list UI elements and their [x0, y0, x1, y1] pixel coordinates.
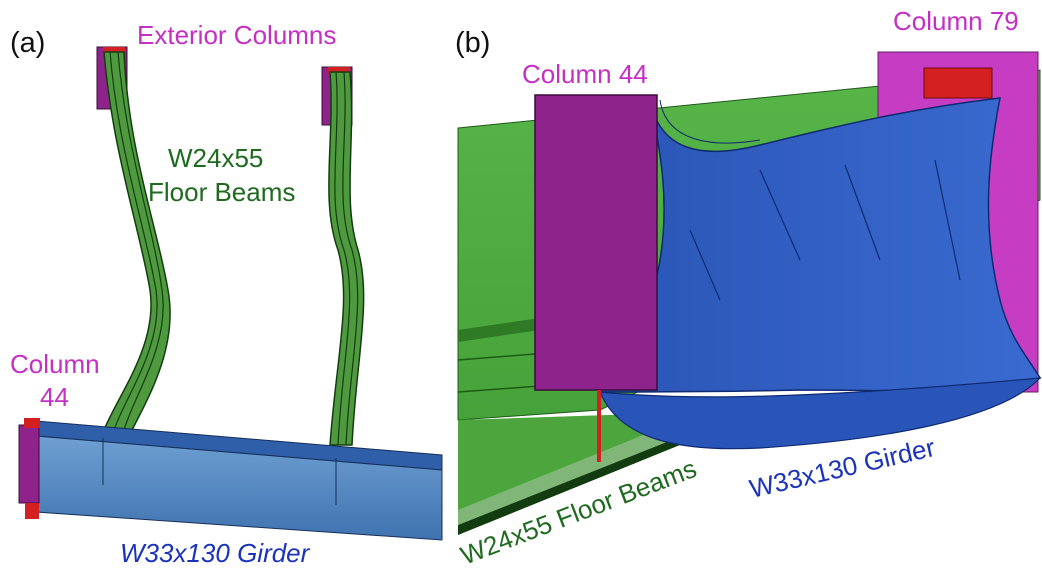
connection-plate: [103, 47, 125, 54]
floor-beam-left: [102, 51, 171, 431]
connection-plate: [328, 67, 350, 74]
panel-a: (a) Exterior Columns W24x55 Floor Beams …: [10, 20, 443, 568]
column-44-label-line1: Column: [10, 349, 100, 379]
panel-b: (b) Column 44 Column 79 W24x55 Floor Bea…: [455, 6, 1042, 571]
panel-b-label: (b): [455, 27, 490, 59]
panel-a-label: (a): [10, 27, 45, 59]
column-44-label-line2: 44: [40, 382, 69, 412]
floor-beams-label-line2: Floor Beams: [148, 177, 295, 207]
girder-label-a: W33x130 Girder: [120, 538, 311, 568]
column-44-b: [534, 94, 658, 462]
column-44-a: [18, 418, 40, 519]
girder-b: [598, 97, 1042, 450]
exterior-columns-label: Exterior Columns: [137, 20, 336, 50]
girder-a: [35, 420, 443, 541]
connection-tab: [597, 390, 601, 462]
column-44-b-label: Column 44: [522, 59, 648, 89]
column-79-label: Column 79: [893, 6, 1019, 36]
floor-beam-right: [328, 71, 365, 446]
floor-beams-label-line1: W24x55: [168, 143, 263, 173]
